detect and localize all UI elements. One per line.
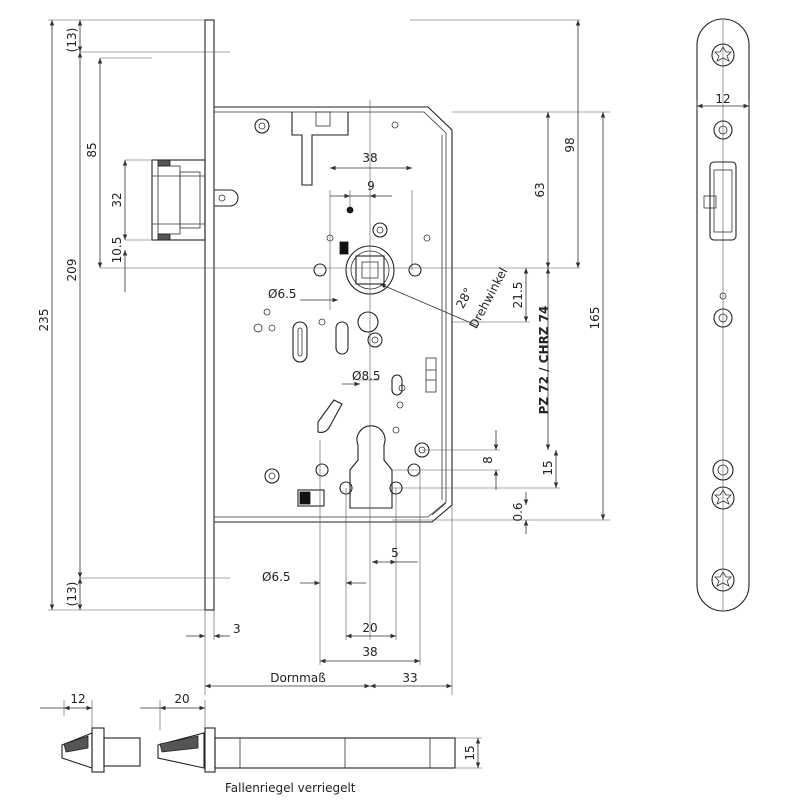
dim-20: 20 (362, 621, 377, 635)
dim-85: 85 (85, 142, 99, 157)
dim-15-right: 15 (541, 460, 555, 475)
lever-arm (317, 399, 343, 433)
case-screw-top-left (254, 118, 270, 134)
top-slot (291, 112, 349, 186)
extension-lines (48, 19, 610, 695)
angle-28: 28° (453, 285, 475, 310)
dim-12-plate: 12 (715, 92, 730, 106)
lock-case-inner-edge (214, 111, 447, 518)
main-lock-view (151, 19, 453, 611)
bolt-opening (712, 459, 734, 481)
caption-fallenriegel: Fallenriegel verriegelt (225, 781, 356, 795)
vertical-slot (292, 321, 308, 363)
dim-13-top: (13) (65, 28, 79, 53)
latch-detail-view: 12 (40, 692, 141, 773)
lock-case-outline (214, 106, 453, 523)
torx-screw-middle-icon (713, 308, 733, 328)
forend-front-view: 12 (696, 18, 750, 612)
inner-dimensions: 38 9 Ø6.5 Ø8.5 28° Drehwinkel Ø6.5 5 20 … (205, 151, 511, 689)
dim-9: 9 (367, 179, 375, 193)
dim-phi6-5-bottom: Ø6.5 (262, 570, 291, 584)
torx-screw-bottom-icon (711, 568, 735, 592)
latch-opening (703, 161, 737, 241)
dim-38-top: 38 (362, 151, 377, 165)
dim-10-5: 10.5 (110, 237, 124, 264)
case-screw-bottom-left (264, 468, 280, 484)
cylinder-spec: PZ 72 / CHRZ 74 (537, 306, 551, 415)
dim-20-bolt: 20 (174, 692, 189, 706)
dim-13-bottom: (13) (65, 582, 79, 607)
dim-dornmass: Dornmaß (270, 671, 326, 685)
dim-165: 165 (588, 307, 602, 330)
case-screw-middle (367, 332, 383, 348)
bolt-detail-view: 20 15 Fallenriegel verriegelt (140, 692, 482, 795)
dim-21-5: 21.5 (511, 282, 525, 309)
dim-0-6: 0.6 (511, 502, 525, 521)
latch-bolt (151, 159, 239, 241)
dim-15-bolt: 15 (463, 745, 477, 760)
dim-5: 5 (391, 546, 399, 560)
right-dimensions: 98 63 21.5 PZ 72 / CHRZ 74 165 8 15 0.6 (481, 20, 606, 534)
dim-phi8-5: Ø8.5 (352, 369, 381, 383)
torx-screw-lower-icon (711, 486, 735, 510)
spring-housing (425, 357, 437, 393)
dim-8: 8 (481, 456, 495, 464)
dim-3: 3 (233, 622, 241, 636)
torx-screw-top-icon (711, 43, 735, 67)
torx-screw-upper-icon (713, 120, 733, 140)
dim-235: 235 (37, 309, 51, 332)
forend-plate (204, 19, 215, 611)
dim-98: 98 (563, 137, 577, 152)
dim-209: 209 (65, 259, 79, 282)
dim-32: 32 (110, 192, 124, 207)
dim-33: 33 (402, 671, 417, 685)
dim-63: 63 (533, 182, 547, 197)
cylinder-cutout (349, 425, 393, 509)
drehwinkel-label: Drehwinkel (467, 265, 511, 331)
case-screw-upper (372, 222, 388, 238)
dim-12-latch: 12 (70, 692, 85, 706)
left-dimensions: (13) 85 32 10.5 209 235 (13) 3 (37, 20, 241, 639)
dim-phi6-5-top: Ø6.5 (268, 287, 297, 301)
bolt-stub (297, 489, 325, 507)
dim-38-bottom: 38 (362, 645, 377, 659)
